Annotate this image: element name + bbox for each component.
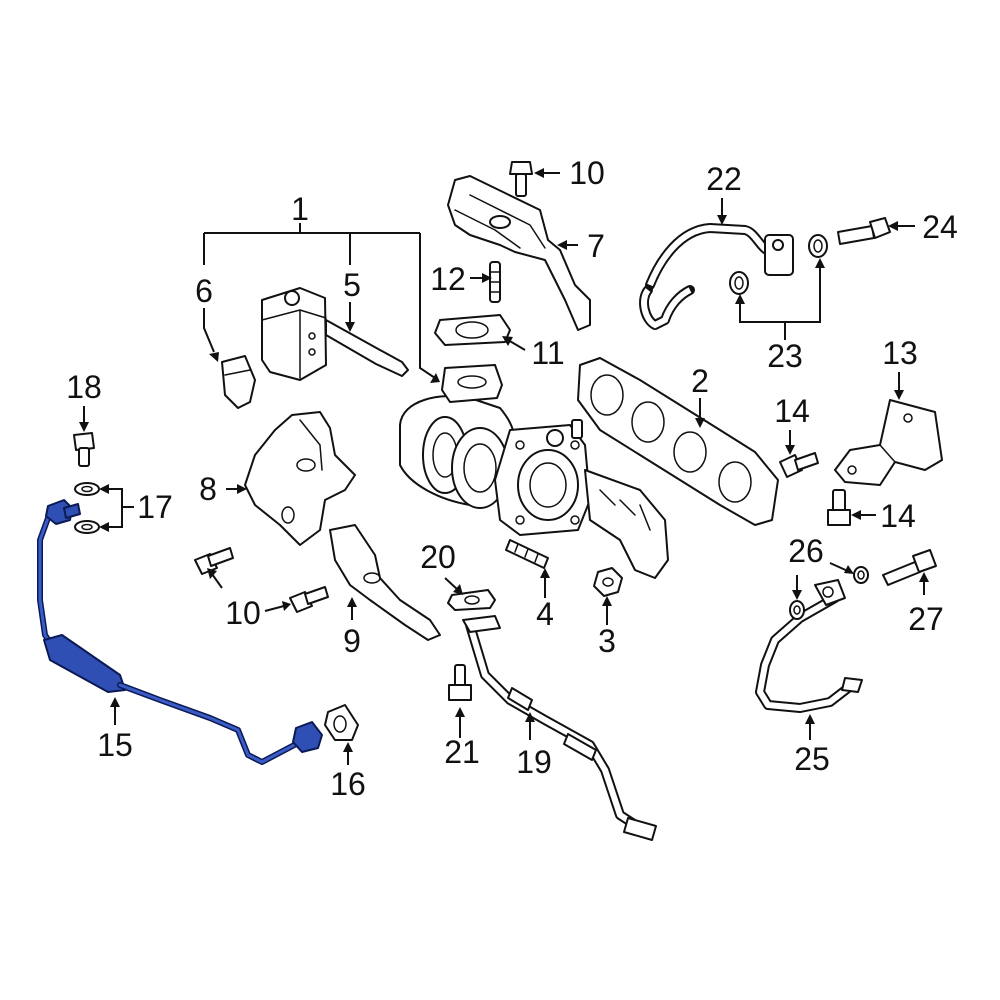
part-10-bolt-lower xyxy=(289,586,329,613)
callout-14-a: 14 xyxy=(774,393,810,429)
part-21-bolt xyxy=(448,664,472,701)
callout-12: 12 xyxy=(430,261,466,297)
callout-13: 13 xyxy=(882,335,918,371)
callout-1: 1 xyxy=(291,191,309,227)
callout-16: 16 xyxy=(330,766,366,802)
callout-8: 8 xyxy=(199,471,217,507)
callout-7: 7 xyxy=(587,228,605,264)
callout-26: 26 xyxy=(788,533,824,569)
part-9-heat-shield xyxy=(329,524,441,641)
callout-4: 4 xyxy=(536,596,554,632)
part-7-heat-shield xyxy=(447,175,591,331)
part-25-pipe xyxy=(755,579,863,713)
part-12-stud xyxy=(489,261,501,303)
part-5-actuator xyxy=(261,287,409,381)
part-3-nut xyxy=(593,567,623,597)
callout-3: 3 xyxy=(598,623,616,659)
part-11-gasket xyxy=(434,314,511,346)
part-23-washers xyxy=(729,234,828,295)
part-1-turbocharger xyxy=(399,364,669,579)
callout-24: 24 xyxy=(922,209,958,245)
part-18-bolt xyxy=(73,432,95,467)
callout-25: 25 xyxy=(794,741,830,777)
part-19-oil-pipe xyxy=(462,615,657,841)
part-10-bolt-top xyxy=(509,161,533,197)
callout-labels: 1 2 3 4 5 6 7 8 9 10 10 11 12 13 14 14 1… xyxy=(66,155,958,802)
callout-14-b: 14 xyxy=(880,498,916,534)
part-13-bracket xyxy=(834,399,943,486)
callout-2: 2 xyxy=(691,363,709,399)
part-22-pipe xyxy=(639,223,794,330)
part-20-gasket xyxy=(447,589,496,611)
callout-23: 23 xyxy=(767,338,803,374)
part-17-washer-a xyxy=(74,482,100,496)
part-14-bolt-b xyxy=(827,489,851,526)
leader-lines xyxy=(79,168,929,765)
callout-9: 9 xyxy=(343,623,361,659)
part-16-gasket xyxy=(324,704,359,741)
callout-11: 11 xyxy=(531,335,564,371)
callout-6: 6 xyxy=(195,273,213,309)
callout-17: 17 xyxy=(137,489,173,525)
part-10-bolt-left xyxy=(194,547,234,575)
callout-27: 27 xyxy=(908,601,944,637)
callout-21: 21 xyxy=(444,734,480,770)
part-27-bolt xyxy=(882,549,937,586)
callout-10-top: 10 xyxy=(569,155,605,191)
callout-22: 22 xyxy=(706,161,742,197)
part-26-washer-b xyxy=(853,566,869,584)
callout-19: 19 xyxy=(516,744,552,780)
part-6-sensor xyxy=(221,355,256,409)
part-8-heat-shield xyxy=(244,411,356,546)
callout-10-lower: 10 xyxy=(225,595,261,631)
part-26-washer-a xyxy=(789,600,805,620)
part-17-washer-b xyxy=(74,520,100,534)
callout-15: 15 xyxy=(97,727,133,763)
part-4-stud xyxy=(505,539,549,569)
part-24-bolt xyxy=(837,217,891,245)
part-15-highlighted-pipe xyxy=(37,499,323,765)
callout-18: 18 xyxy=(66,369,102,405)
part-2-manifold-gasket xyxy=(577,357,779,526)
callout-5: 5 xyxy=(343,267,361,303)
callout-20: 20 xyxy=(420,539,456,575)
part-14-bolt-a xyxy=(779,452,819,478)
